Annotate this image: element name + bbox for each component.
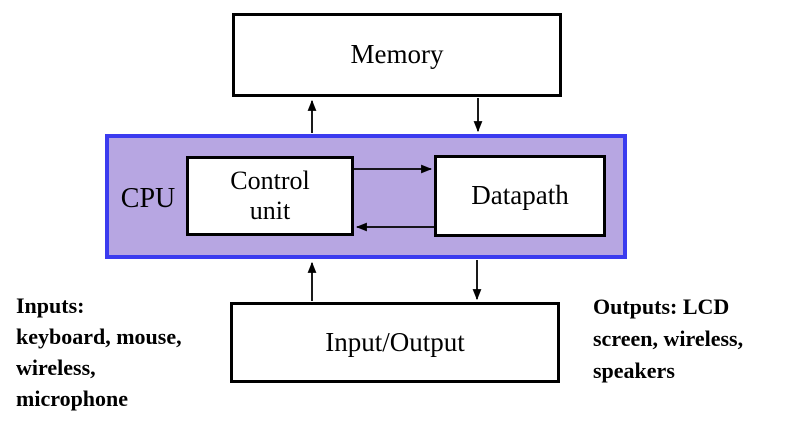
inputs-note-line: microphone bbox=[16, 386, 129, 411]
outputs-note-line: speakers bbox=[593, 358, 675, 383]
input-output-label: Input/Output bbox=[325, 326, 465, 357]
datapath-label: Datapath bbox=[471, 180, 569, 211]
inputs-note-line: keyboard, mouse, bbox=[16, 324, 182, 349]
outputs-note-line: screen, wireless, bbox=[593, 326, 744, 351]
control-unit-box: Control unit bbox=[186, 156, 354, 236]
memory-label: Memory bbox=[350, 39, 444, 70]
control-unit-label-line1: Control bbox=[230, 166, 310, 195]
input-output-box: Input/Output bbox=[230, 302, 560, 383]
control-unit-label-line2: unit bbox=[249, 196, 291, 225]
inputs-note-line: wireless, bbox=[16, 355, 96, 380]
outputs-note: Outputs: LCD screen, wireless, speakers bbox=[593, 291, 743, 387]
outputs-note-line: Outputs: LCD bbox=[593, 294, 730, 319]
inputs-note: Inputs: keyboard, mouse, wireless, micro… bbox=[16, 290, 182, 414]
cpu-label: CPU bbox=[120, 183, 176, 214]
datapath-box: Datapath bbox=[434, 155, 606, 237]
inputs-note-line: Inputs: bbox=[16, 293, 85, 318]
memory-box: Memory bbox=[232, 13, 562, 97]
